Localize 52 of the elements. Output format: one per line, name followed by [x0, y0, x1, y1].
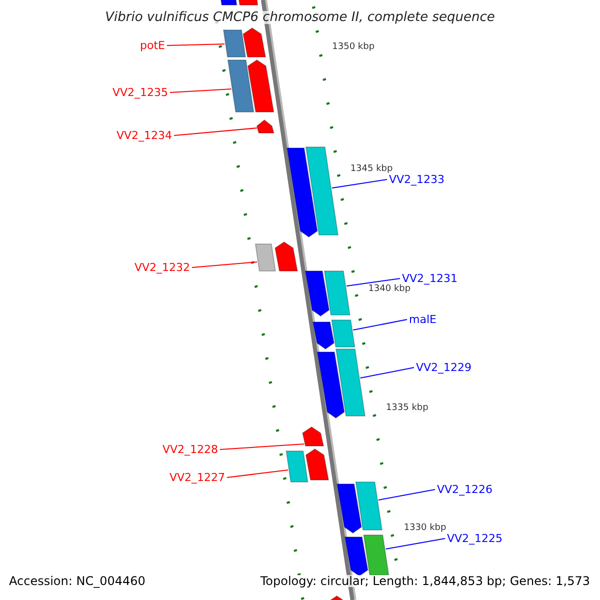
gene-label: VV2_1229: [416, 362, 472, 373]
gene-label: VV2_1231: [402, 273, 458, 284]
gene-bar: [355, 482, 383, 530]
gene-label: VV2_1226: [437, 484, 493, 495]
leader-line: [170, 88, 232, 93]
gene-label: VV2_1227: [169, 472, 225, 483]
gene-feature: [286, 148, 318, 238]
gene-feature: [256, 119, 274, 134]
gene-bar: [286, 450, 308, 482]
leader-line: [192, 262, 258, 268]
gene-label: VV2_1234: [116, 130, 172, 141]
gene-label: VV2_1232: [134, 262, 190, 273]
scale-label: 1345 kbp: [350, 165, 393, 174]
gene-bar: [305, 146, 339, 236]
leader-line: [352, 319, 408, 330]
sequence-info-text: Topology: circular; Length: 1,844,853 bp; Genes: 1,573: [260, 575, 590, 587]
gene-bar: [331, 320, 356, 348]
gene-feature: [274, 241, 298, 272]
leader-line: [346, 278, 400, 286]
gene-label: VV2_1225: [447, 533, 503, 544]
gene-feature: [336, 484, 362, 534]
gene-bar: [238, 0, 258, 6]
leader-line: [220, 444, 305, 450]
scale-label: 1335 kbp: [386, 404, 428, 413]
accession-text: Accession: NC_004460: [9, 575, 146, 587]
leader-line: [332, 179, 388, 188]
scale-label: 1350 kbp: [332, 43, 375, 52]
gene-feature: [344, 536, 368, 577]
gene-label: VV2_1233: [389, 174, 445, 185]
gene-bar: [222, 30, 246, 58]
gene-bar: [254, 244, 276, 272]
gene-bar: [227, 60, 254, 112]
scale-label: 1340 kbp: [368, 285, 411, 294]
leader-line: [378, 489, 436, 500]
gene-feature: [304, 270, 330, 317]
gene-bar: [220, 0, 238, 6]
gene-label: potE: [140, 40, 165, 51]
gene-feature: [305, 448, 330, 480]
leader-line: [385, 538, 446, 550]
gene-label: VV2_1235: [112, 87, 168, 98]
leader-line: [360, 367, 414, 378]
leader-line: [166, 44, 226, 46]
gene-feature: [312, 322, 335, 350]
leader-line: [226, 470, 289, 478]
scale-label: 1330 kbp: [404, 524, 446, 533]
gene-feature: [302, 426, 324, 446]
gene-bar: [363, 534, 390, 576]
gene-feature: [242, 27, 266, 58]
leader-line: [174, 128, 258, 136]
gene-label: malE: [409, 314, 436, 325]
gene-bar: [324, 270, 350, 316]
gene-label: VV2_1228: [162, 444, 218, 455]
